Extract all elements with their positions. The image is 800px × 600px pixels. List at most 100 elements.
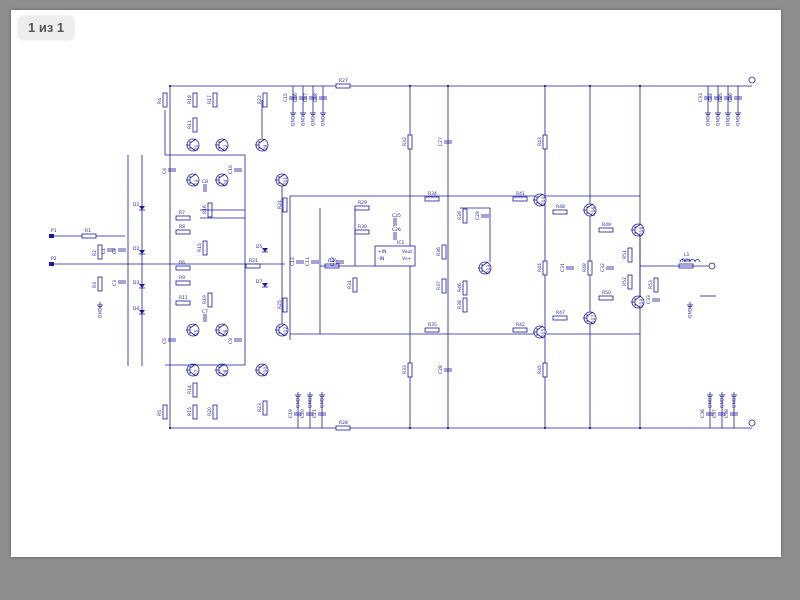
resistor [462,208,468,224]
resistor [212,92,218,108]
resistor [462,280,468,296]
resistor-label: R48 [556,204,565,210]
resistor [354,229,370,235]
resistor [441,278,447,294]
diode-label: D7 [256,279,262,285]
capacitor-label: C9 [228,338,234,344]
resistor [653,277,659,293]
resistor [598,227,614,233]
wire [258,363,266,369]
capacitor-label: C15 [283,93,289,102]
resistor-label: R25 [277,300,283,309]
wire [586,211,594,217]
resistor-label: R1 [85,228,91,234]
ic-body [374,245,416,267]
resistor-label: R30 [358,224,367,230]
capacitor-label: C1 [101,248,107,254]
wire [586,319,594,325]
ground-label: GND [688,307,694,318]
ground-label: GND [308,397,314,408]
diode [139,250,145,254]
diode-label: D4 [133,306,139,312]
resistor [175,215,191,221]
resistor-label: R28 [339,420,348,426]
resistor-label: R11 [179,295,188,301]
page-indicator[interactable]: 1 из 1 [18,16,75,40]
wire [278,173,286,179]
junction-dot [168,84,172,88]
resistor-label: R17 [207,95,213,104]
resistor-label: R39 [457,211,463,220]
resistor [282,297,288,313]
capacitor-label: C32 [600,263,606,272]
capacitor-label: C7 [202,309,208,315]
resistor [175,300,191,306]
capacitor-label: C27 [438,137,444,146]
resistor [552,209,568,215]
resistor-label: R16 [202,205,208,214]
resistor [262,400,268,416]
wire [481,261,489,267]
transistor-label: Q18 [639,227,645,236]
resistor [97,244,103,260]
output-terminal [708,262,716,270]
capacitor-label: C38 [724,409,730,418]
ground-label: GND [321,115,327,126]
inductor-label: L1 [684,252,690,258]
capacitor-label: C5 [162,338,168,344]
resistor-label: R15 [197,243,203,252]
junction-dot [408,84,412,88]
resistor [192,92,198,108]
input-pin [49,262,54,266]
junction-dot [588,426,592,430]
resistor [81,233,97,239]
resistor-label: R37 [436,281,442,290]
resistor-label: R21 [249,258,258,264]
resistor [175,280,191,286]
resistor [462,297,468,313]
capacitor-label: C26 [392,227,401,233]
resistor-label: R45 [537,365,543,374]
resistor-label: R5 [157,410,163,416]
resistor [542,134,548,150]
wire [278,331,286,337]
terminal-bottom [748,419,756,427]
capacitor-label: C31 [560,263,566,272]
input-label: P1 [51,228,57,234]
diode-label: D2 [133,246,139,252]
diode [139,284,145,288]
capacitor-label: C16 [293,93,299,102]
resistor-label: R24 [277,200,283,209]
wire [536,193,544,199]
ground-label: GND [720,397,726,408]
resistor-label: R14 [187,385,193,394]
transistor-label: Q9 [263,144,269,151]
transistor-label: Q1 [194,144,200,151]
capacitor-label: C20 [300,409,306,418]
wire [278,323,286,329]
resistor [354,205,370,211]
circuit-schematic: C15GNDC16GNDC17GNDC18GNDC33GNDC34GNDC35G… [49,76,756,431]
capacitor-label: C2 [112,248,118,254]
junction-dot [446,426,450,430]
transistor-label: Q5 [194,329,200,336]
capacitor-label: C17 [303,93,309,102]
wire [536,201,544,207]
wire [189,181,197,187]
transistor-label: Q11 [283,177,289,186]
diode [139,310,145,314]
resistor [162,92,168,108]
capacitor-label: C4 [162,168,168,174]
resistor-label: R38 [457,300,463,309]
input-label: P2 [51,256,57,262]
resistor-label: R53 [648,280,654,289]
transistor-label: Q6 [223,329,229,336]
resistor-label: R18 [187,95,193,104]
transistor-label: Q15 [541,329,547,338]
wire [586,311,594,317]
resistor [162,404,168,420]
wire [278,181,286,187]
transistor-label: Q14 [541,197,547,206]
capacitor-label: C13 [330,257,336,266]
